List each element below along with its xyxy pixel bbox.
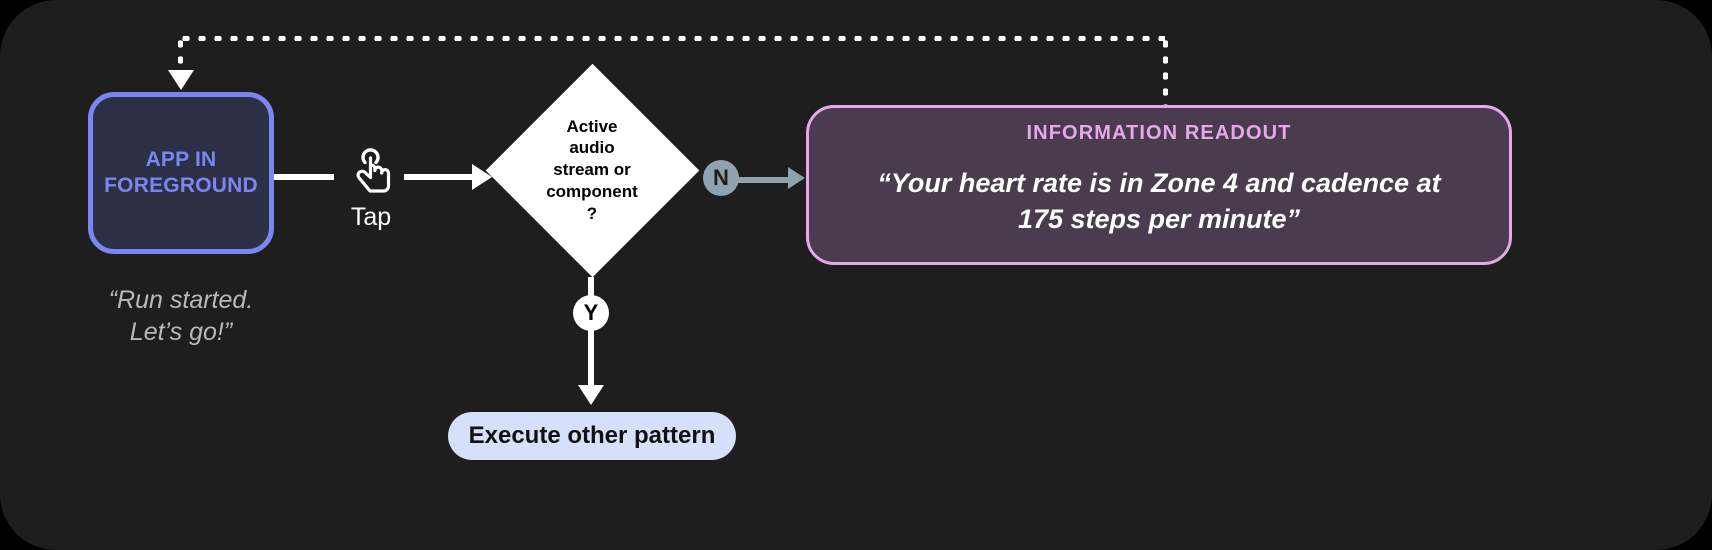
connector-yes-branch — [588, 330, 594, 388]
connector-app-to-tap — [274, 174, 334, 180]
information-readout-panel[interactable]: INFORMATION READOUT “Your heart rate is … — [806, 105, 1512, 265]
information-readout-title: INFORMATION READOUT — [1026, 122, 1292, 144]
tap-icon — [348, 148, 394, 200]
branch-badge-yes: Y — [573, 295, 609, 331]
app-voice-caption: “Run started. Let’s go!” — [108, 286, 254, 346]
information-readout-quote: “Your heart rate is in Zone 4 and cadenc… — [877, 168, 1441, 235]
connector-no-arrowhead — [788, 167, 805, 189]
branch-badge-no: N — [703, 160, 739, 196]
execute-other-pattern-label: Execute other pattern — [468, 422, 716, 449]
app-in-foreground-node[interactable]: APP IN FOREGROUND — [88, 92, 274, 254]
feedback-loop-top-segment — [178, 36, 1165, 41]
connector-decision-to-yes-badge — [588, 277, 594, 297]
feedback-loop-arrowhead — [168, 70, 194, 90]
tap-gesture-group: Tap — [334, 146, 408, 232]
feedback-loop-right-segment — [1163, 36, 1168, 106]
tap-label: Tap — [350, 203, 392, 231]
decision-diamond[interactable]: Active audio stream or component ? — [485, 63, 699, 277]
feedback-loop-left-segment — [178, 36, 183, 73]
connector-tap-to-decision — [404, 174, 480, 180]
execute-other-pattern-button[interactable]: Execute other pattern — [448, 412, 736, 460]
app-in-foreground-label: APP IN FOREGROUND — [104, 148, 258, 197]
connector-no-branch — [738, 177, 794, 183]
connector-yes-arrowhead — [578, 385, 604, 405]
decision-label: Active audio stream or component ? — [546, 116, 638, 223]
